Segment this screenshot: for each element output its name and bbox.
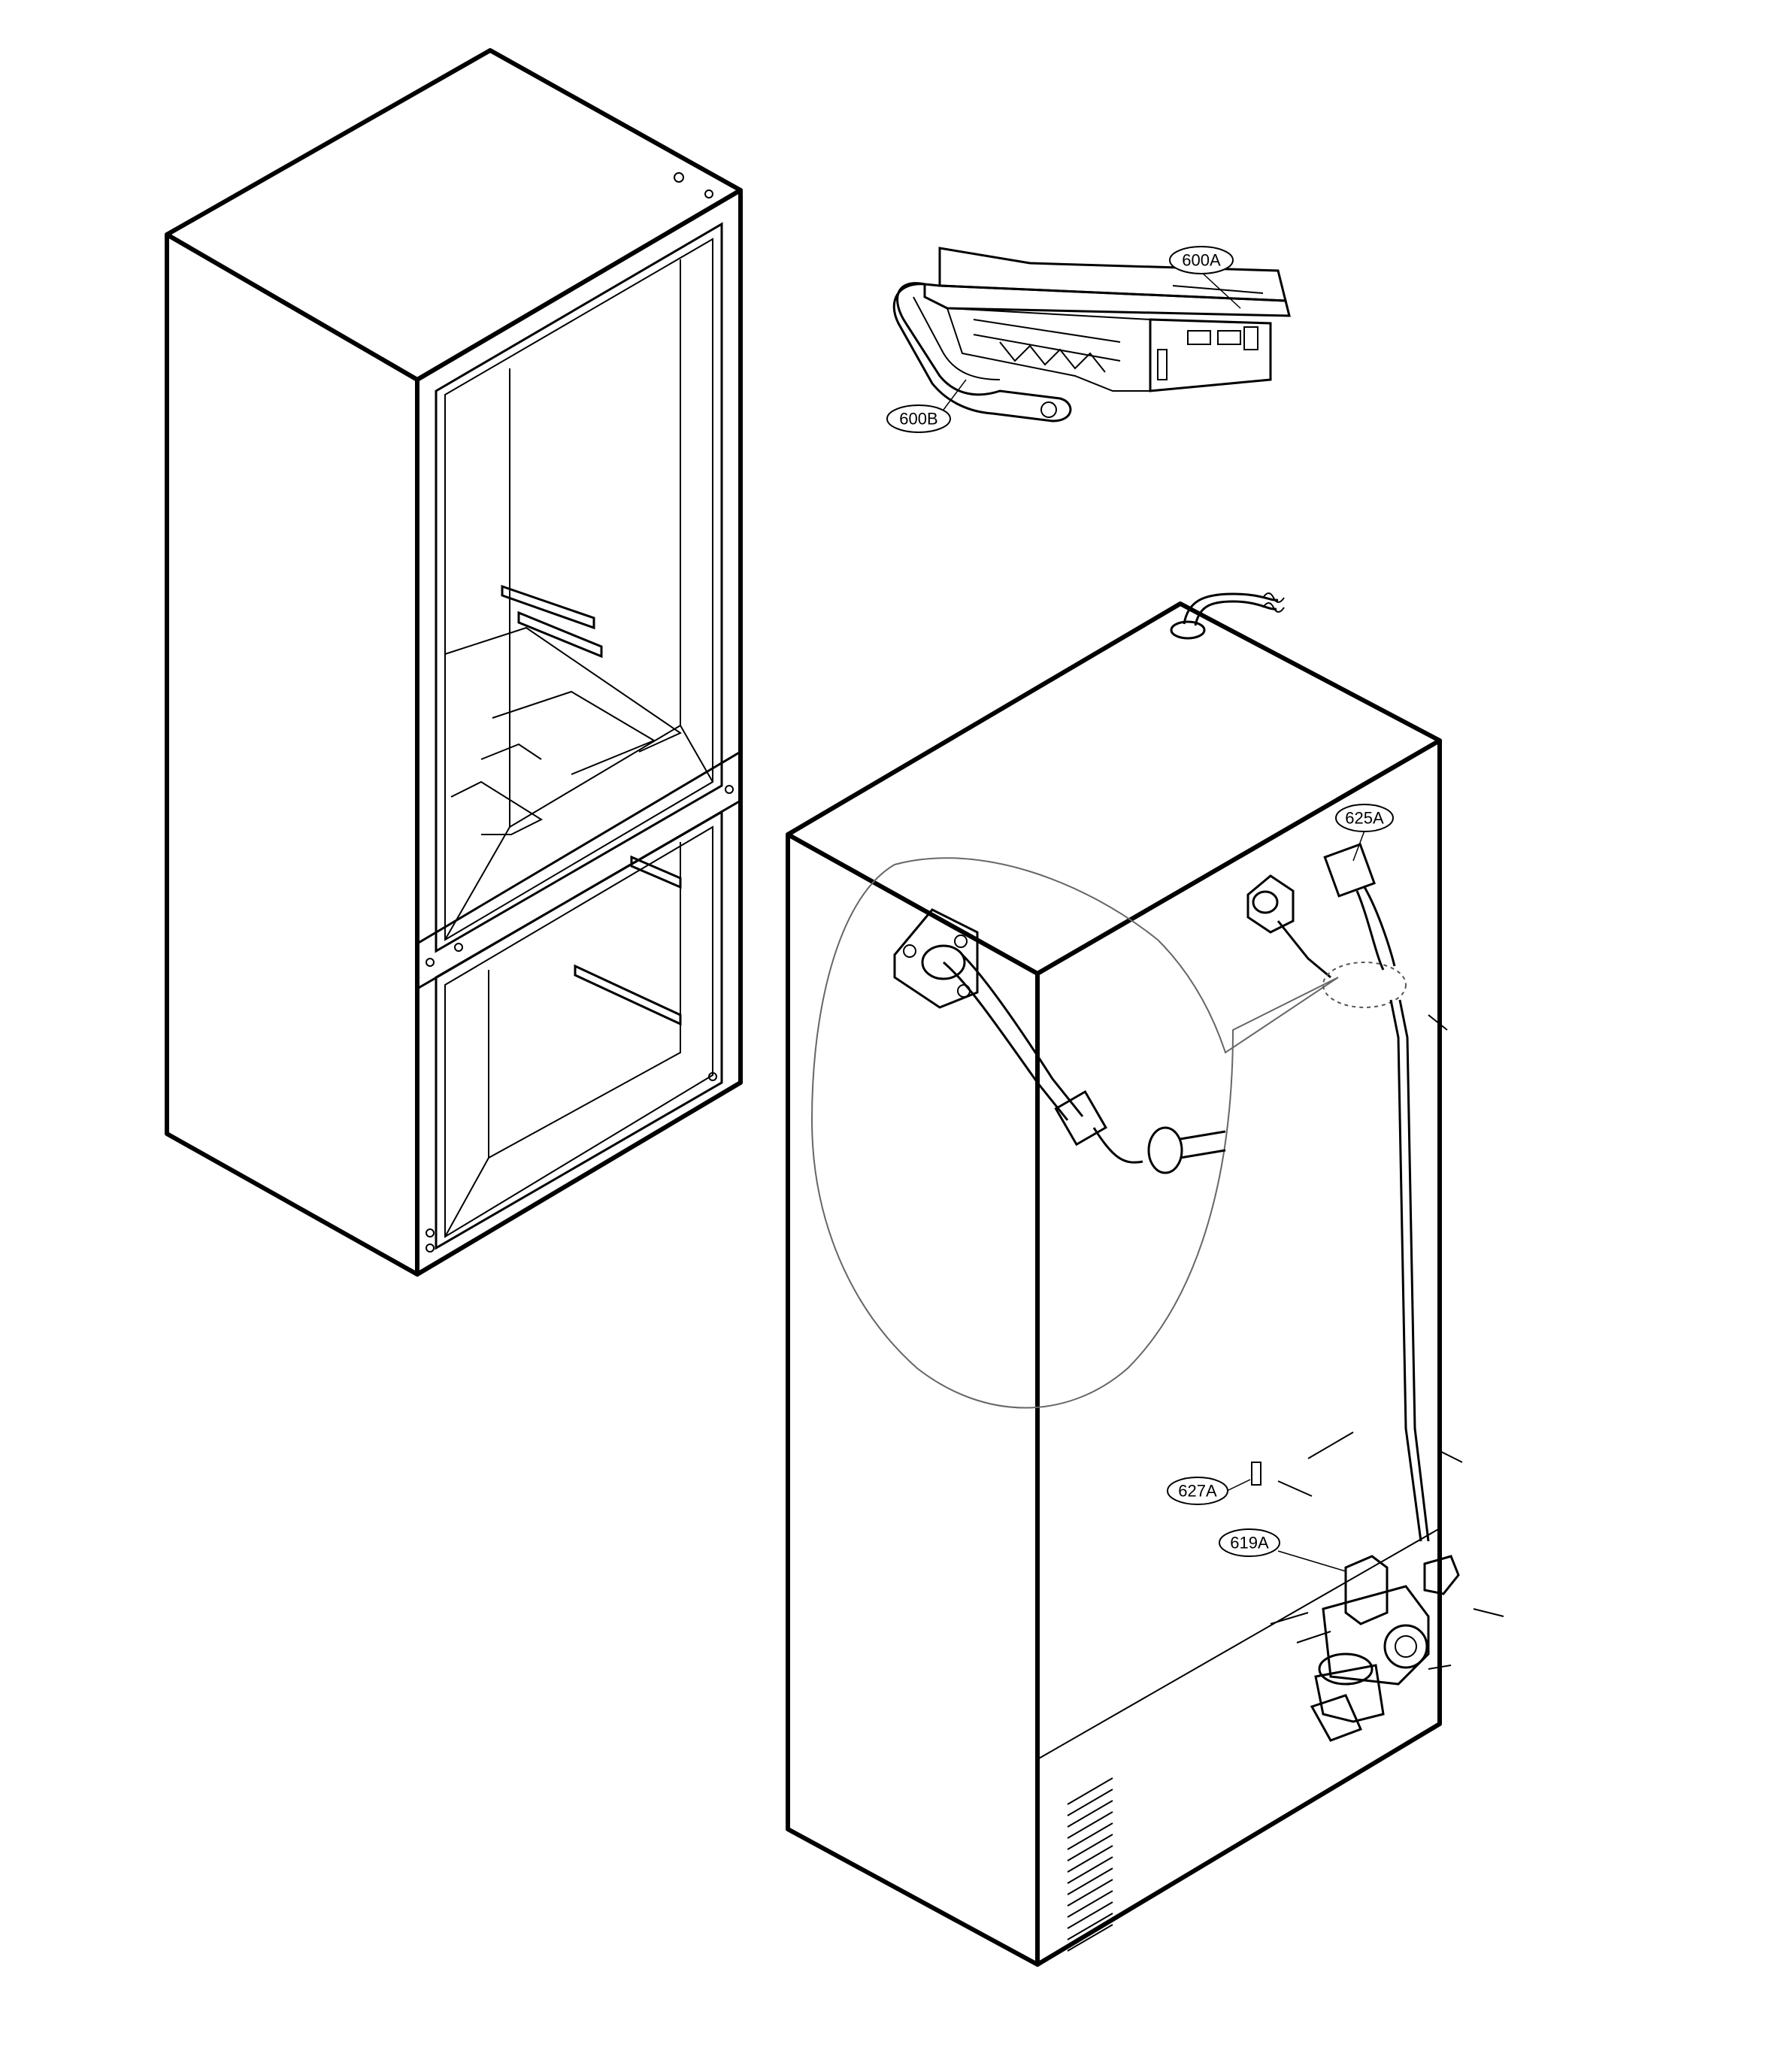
callout-627A: 627A [1167,1477,1251,1505]
water-line-assembly [1246,843,1504,1742]
callout-625A-label: 625A [1345,809,1384,828]
callout-600A: 600A [1169,246,1241,309]
callout-600A-label: 600A [1182,251,1221,270]
callout-619A: 619A [1219,1528,1346,1572]
vent-grille [1067,1777,1113,1952]
callout-625A: 625A [1335,804,1394,862]
callout-600B-label: 600B [899,410,937,429]
refrigerator-cabinet-rear [786,592,1504,1967]
callout-619A-label: 619A [1230,1534,1269,1552]
refrigerator-cabinet-front [165,48,743,1277]
ice-maker-assembly [892,247,1291,423]
callout-627A-label: 627A [1178,1482,1217,1501]
callout-600B: 600B [886,379,967,433]
